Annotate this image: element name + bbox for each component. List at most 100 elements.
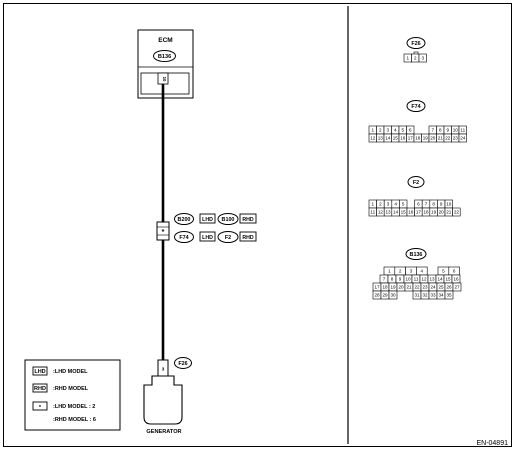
f2-oval (217, 231, 239, 243)
f74-pin-number: 21 (438, 136, 444, 141)
f74-pin-number: 7 (431, 128, 434, 133)
f74-pin-number: 3 (386, 128, 389, 133)
ecm-connector-code: B136 (158, 54, 171, 60)
f26-pin-cell (418, 53, 427, 63)
legend-box: LHD :LHD MODEL RHD :RHD MODEL * :LHD MOD… (24, 359, 121, 431)
f74-pin-number: 22 (445, 136, 451, 141)
b136-pin-number: 30 (390, 293, 396, 298)
b136-pin-number: 9 (399, 277, 402, 282)
b136-pin-number: 11 (414, 277, 419, 282)
b136-pin-number: 7 (383, 277, 386, 282)
f26-pin-number: 3 (421, 56, 424, 61)
f2-pin-number: 15 (401, 210, 407, 215)
f2-pin-cell (452, 207, 461, 217)
f74-pin-number: 15 (393, 136, 399, 141)
f2-pin-number: 13 (385, 210, 391, 215)
f2-pin-number: 21 (446, 210, 452, 215)
b136-pin-cell (452, 282, 462, 292)
generator-label: GENERATOR (146, 429, 181, 435)
f2-view-label: F2 (413, 180, 419, 186)
legend-rhd-box-text: RHD (34, 386, 46, 392)
f74-pin-number: 5 (401, 128, 404, 133)
legend-star-box (32, 401, 48, 411)
b136-pin-number: 20 (398, 285, 404, 290)
generator-connector: 3 F26 (157, 357, 192, 377)
f2-pin-number: 16 (408, 210, 414, 215)
f2-pin-number: 9 (440, 202, 443, 207)
lhd-tag-2-text: LHD (202, 235, 213, 241)
b136-pin-number: 26 (446, 285, 452, 290)
f2-code: F2 (225, 235, 231, 241)
f74-pin-number: 24 (460, 136, 466, 141)
f74-pin-number: 23 (453, 136, 459, 141)
ecm-pin-number: 10 (162, 77, 167, 82)
f2-pin-number: 19 (431, 210, 437, 215)
f2-pin-number: 12 (378, 210, 384, 215)
f2-pin-number: 7 (425, 202, 428, 207)
generator-pin-number: 3 (162, 367, 165, 372)
f2-pin-number: 3 (387, 202, 390, 207)
legend-lhd-box (32, 366, 48, 376)
f74-pin-number: 11 (460, 128, 465, 133)
b136-pin-number: 25 (438, 285, 444, 290)
b136-pin-number: 1 (388, 269, 391, 274)
b136-pin-number: 15 (445, 277, 451, 282)
b200-code: B200 (178, 217, 191, 223)
b136-pin-cell (388, 290, 398, 300)
b136-pin-number: 35 (446, 293, 452, 298)
f2-pin-number: 5 (402, 202, 405, 207)
rhd-tag-1-text: RHD (242, 217, 253, 223)
legend-lhd-text: :LHD MODEL (53, 369, 88, 375)
lhd-tag-2 (199, 231, 216, 242)
b136-view-label: B136 (410, 252, 423, 258)
b136-pin-number: 22 (414, 285, 420, 290)
b136-pin-number: 18 (382, 285, 388, 290)
rhd-tag-2-text: RHD (242, 235, 253, 241)
b136-pin-number: 5 (442, 269, 445, 274)
b136-pin-number: 31 (414, 293, 420, 298)
b136-pin-number: 8 (391, 277, 394, 282)
f26-pin-number: 1 (406, 56, 409, 61)
b136-pin-number: 4 (421, 269, 424, 274)
b136-pin-number: 19 (390, 285, 396, 290)
legend-star-symbol: * (39, 405, 42, 411)
f2-pin-number: 2 (379, 202, 382, 207)
f2-pin-number: 10 (446, 202, 452, 207)
b200-oval (174, 213, 194, 225)
f2-pin-number: 8 (432, 202, 435, 207)
junction-star: * (162, 229, 165, 236)
ecm-label: ECM (158, 37, 172, 44)
junction-connector: * (156, 221, 170, 241)
b136-pin-number: 13 (429, 277, 435, 282)
page-frame (3, 3, 512, 447)
legend-star-lhd: :LHD MODEL : 2 (53, 404, 95, 410)
b136-pin-number: 21 (406, 285, 412, 290)
b136-pin-number: 33 (430, 293, 436, 298)
f74-pin-number: 10 (453, 128, 459, 133)
f74-pin-number: 4 (394, 128, 397, 133)
b136-pin-number: 16 (453, 277, 459, 282)
legend-star-rhd: :RHD MODEL : 6 (53, 417, 96, 423)
f26-code: F26 (178, 361, 187, 367)
junction-labels-row1: B200 LHD B100 RHD (174, 213, 257, 225)
f74-pin-number: 17 (408, 136, 414, 141)
f74-pin-number: 12 (370, 136, 376, 141)
ecm-unit: ECM B136 10 (137, 29, 194, 99)
f74-pin-number: 14 (385, 136, 391, 141)
b136-pin-cell (444, 290, 454, 300)
f74-pin-number: 9 (446, 128, 449, 133)
f74-pin-cell (458, 133, 467, 143)
f74-view-label: F74 (411, 104, 420, 110)
f74-pin-number: 1 (371, 128, 374, 133)
generator-icon: GENERATOR (143, 375, 183, 435)
rhd-tag-2 (239, 231, 257, 242)
f26-oval (174, 357, 192, 369)
f74-oval (174, 231, 194, 243)
b100-oval (217, 213, 239, 225)
